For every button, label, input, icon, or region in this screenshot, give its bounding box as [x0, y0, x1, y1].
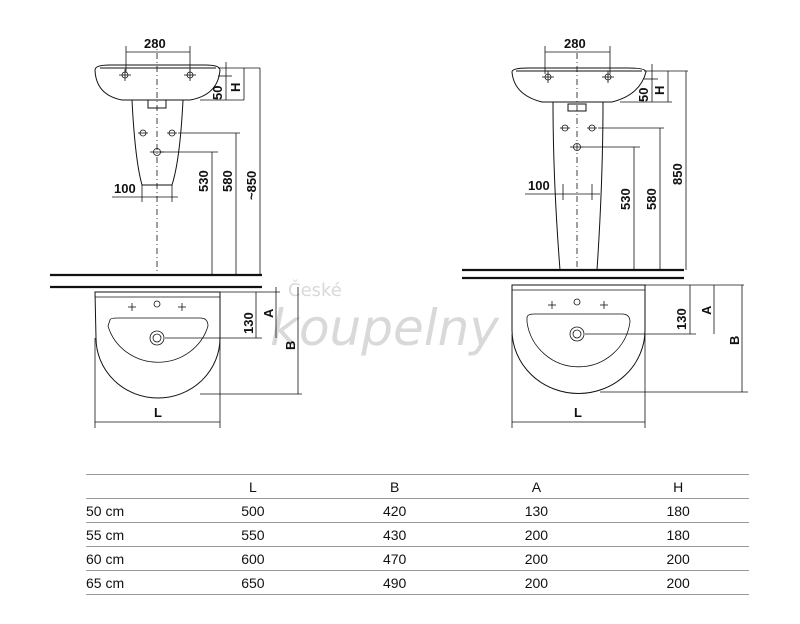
- table-cell: 60 cm: [86, 546, 182, 571]
- table-cell: 200: [607, 546, 749, 571]
- right-dim-130: 130: [674, 308, 689, 330]
- left-dim-50: 50: [210, 86, 225, 100]
- table-cell: 420: [323, 498, 466, 523]
- table-cell: 65 cm: [86, 570, 182, 595]
- table-cell: 550: [182, 522, 324, 547]
- table-header-cell: L: [182, 474, 324, 499]
- left-dim-530: 530: [196, 170, 211, 192]
- right-basin-front: [511, 67, 647, 103]
- table-cell: 50 cm: [86, 498, 182, 523]
- right-dim-b: B: [727, 336, 742, 345]
- table-cell: 500: [182, 498, 324, 523]
- watermark-large: koupelny: [270, 299, 500, 357]
- right-dim-h: H: [652, 86, 667, 95]
- table-cell: 490: [323, 570, 466, 595]
- left-dim-a: A: [261, 308, 276, 318]
- table-cell: 200: [465, 546, 608, 571]
- right-dim-50: 50: [636, 88, 651, 102]
- right-dim-850: 850: [670, 163, 685, 185]
- left-dim-130: 130: [241, 312, 256, 334]
- table-cell: 600: [182, 546, 324, 571]
- right-pedestal: [552, 101, 604, 271]
- table-header-cell: [86, 474, 182, 499]
- table-cell: 130: [465, 498, 608, 523]
- right-drain: [569, 326, 585, 342]
- table-cell: 180: [607, 498, 749, 523]
- table-header-cell: H: [607, 474, 749, 499]
- right-basin-plan: [511, 284, 646, 394]
- right-tap-markers: [542, 71, 614, 151]
- left-basin-plan: [94, 291, 221, 399]
- left-drawing: 280 50 H 530 580 ~850 100: [50, 36, 302, 428]
- left-dim-100: 100: [114, 181, 136, 196]
- technical-drawing: České koupelny 280 50: [50, 36, 748, 428]
- table-cell: 650: [182, 570, 324, 595]
- right-dim-l: L: [574, 405, 582, 420]
- left-dim-h: H: [228, 83, 243, 92]
- left-dim-580: 580: [220, 170, 235, 192]
- left-dim-850: ~850: [244, 171, 259, 200]
- table-header-cell: A: [465, 474, 608, 499]
- table-row: 55 cm 550 430 200 180: [86, 522, 749, 547]
- watermark-small: České: [288, 279, 342, 301]
- table-cell: 200: [465, 570, 608, 595]
- right-drawing: 280 50 H 530 580 850 100: [462, 36, 748, 428]
- left-drain: [149, 330, 165, 346]
- left-dim-280: 280: [144, 36, 166, 51]
- table-row: 50 cm 500 420 130 180: [86, 498, 749, 523]
- right-dim-280: 280: [564, 36, 586, 51]
- table-header-row: L B A H: [86, 474, 749, 499]
- table-cell: 200: [465, 522, 608, 547]
- table-cell: 430: [323, 522, 466, 547]
- table-cell: 200: [607, 570, 749, 595]
- table-header-cell: B: [323, 474, 466, 499]
- table-cell: 470: [323, 546, 466, 571]
- right-dim-100: 100: [528, 178, 550, 193]
- left-dim-b: B: [283, 341, 298, 350]
- left-pedestal: [131, 99, 184, 186]
- left-basin-front: [94, 64, 221, 101]
- left-dim-l: L: [154, 405, 162, 420]
- table-row: 60 cm 600 470 200 200: [86, 546, 749, 571]
- right-dim-580: 580: [644, 188, 659, 210]
- left-tap-markers: [119, 69, 196, 156]
- right-dim-a: A: [699, 305, 714, 315]
- right-dim-530: 530: [618, 188, 633, 210]
- dimension-table: L B A H 50 cm 500 420 130 180 55 cm 550 …: [86, 474, 749, 595]
- table-row: 65 cm 650 490 200 200: [86, 570, 749, 595]
- table-cell: 180: [607, 522, 749, 547]
- table-cell: 55 cm: [86, 522, 182, 547]
